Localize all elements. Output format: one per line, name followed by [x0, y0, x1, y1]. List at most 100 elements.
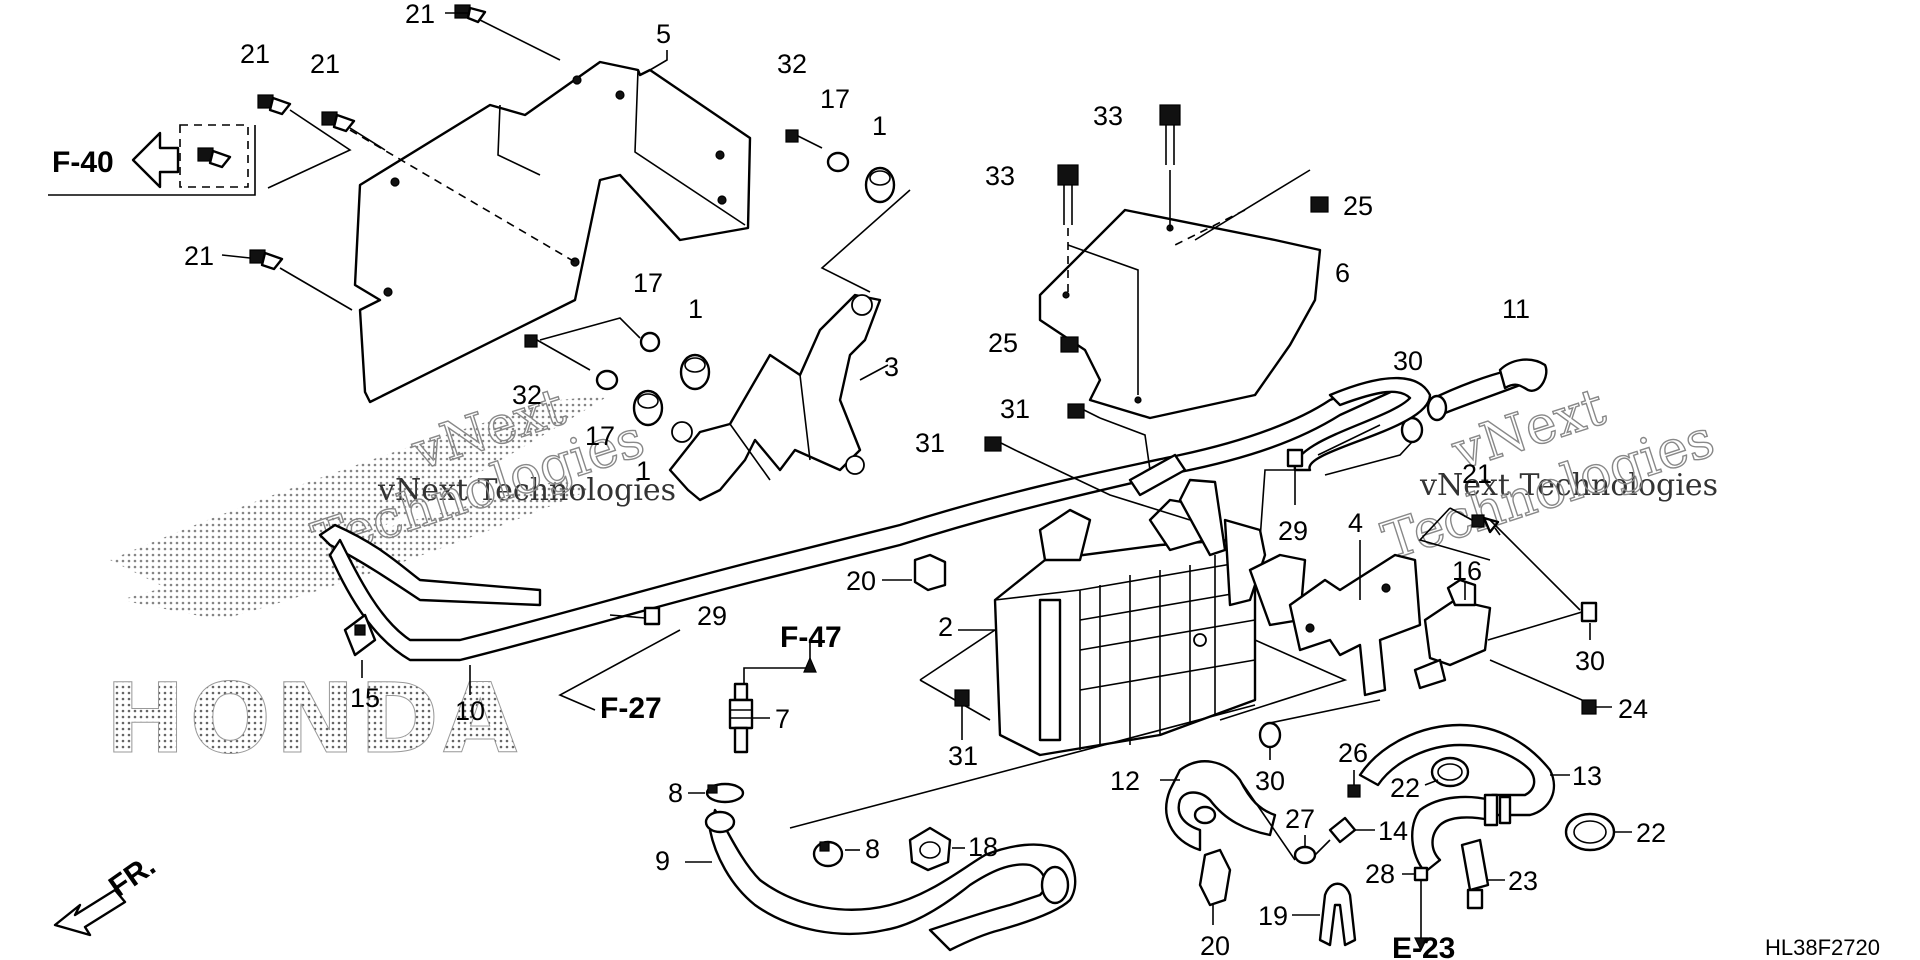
leader-21b [267, 109, 352, 189]
callout-22b: 22 [1636, 818, 1666, 848]
leader-29a-hose [1317, 424, 1381, 456]
callout-9: 9 [655, 846, 670, 876]
fitting-26 [1347, 784, 1361, 798]
hose-9 [704, 808, 1077, 952]
leader-30a [1324, 441, 1413, 476]
callout-21a: 21 [405, 0, 435, 29]
nut-25a [1310, 196, 1329, 213]
clip-icon [197, 147, 232, 169]
callout-1b: 1 [688, 294, 703, 324]
leader-f27 [558, 629, 681, 711]
bolt-icon [524, 334, 591, 371]
arrow-front-icon [53, 888, 127, 937]
clamp-30c [1258, 721, 1282, 749]
callout-15: 15 [350, 683, 380, 713]
clip-icon [454, 4, 487, 24]
rubber-mount-icon [679, 353, 711, 391]
callout-13: 13 [1572, 761, 1602, 791]
bracket-3 [668, 293, 882, 502]
leader-21e [1418, 507, 1501, 561]
leader-3 [859, 364, 889, 381]
diagram-code: HL38F2720 [1765, 935, 1880, 960]
callout-16: 16 [1452, 556, 1482, 586]
callout-31c: 31 [948, 741, 978, 771]
purge-valve-16 [1413, 578, 1492, 690]
callout-17a: 17 [820, 84, 850, 114]
rubber-mount-icon [632, 389, 664, 427]
callout-17c: 17 [585, 421, 615, 451]
callout-21e: 21 [1462, 459, 1492, 489]
clamp-22b [1564, 812, 1616, 852]
callout-20a: 20 [846, 566, 876, 596]
leader-27 [1304, 835, 1331, 856]
clamp-22a [1430, 756, 1470, 788]
callout-11: 11 [1502, 294, 1530, 324]
callout-6: 6 [1335, 258, 1350, 288]
washer-icon [595, 369, 619, 391]
leader-31a [1099, 417, 1151, 471]
bolt-icon [785, 129, 823, 149]
callout-27: 27 [1285, 804, 1315, 834]
callout-1c: 1 [636, 456, 651, 486]
clip-18 [908, 826, 952, 872]
leader-1a-group [820, 189, 911, 293]
callout-8a: 8 [668, 778, 683, 808]
callout-25b: 25 [988, 328, 1018, 358]
rubber-mount-icon [864, 166, 896, 204]
hose-clamp-8a [705, 782, 745, 804]
watermark-text-right: vNext Technologies [1419, 468, 1718, 503]
bolt-33b [1057, 164, 1079, 225]
callout-14: 14 [1378, 816, 1408, 846]
clip-icon [249, 249, 284, 271]
callout-1a: 1 [872, 111, 887, 141]
leader-22a [1424, 779, 1439, 786]
sensor-7 [728, 682, 754, 754]
evap-canister-2 [993, 478, 1307, 757]
washer-icon [826, 151, 850, 173]
fitting-28 [1413, 866, 1429, 882]
hose-12 [1165, 760, 1277, 852]
heat-shield-plate [353, 60, 752, 404]
bolt-31a [1067, 403, 1101, 419]
clip-19 [1318, 882, 1357, 947]
clip-icon [257, 94, 292, 116]
callout-26: 26 [1338, 738, 1368, 768]
nut-24 [1581, 699, 1597, 715]
hose-10 [318, 376, 1432, 662]
clamp-29b [643, 606, 661, 626]
hose-11 [1426, 358, 1548, 422]
fitting-27 [1293, 845, 1317, 865]
leader-30c [1239, 699, 1381, 861]
clip-15 [343, 613, 377, 657]
arrow-down-icon [1414, 937, 1428, 952]
callout-25a: 25 [1343, 191, 1373, 221]
clamp-29a [1286, 448, 1304, 468]
f40-dashed-box [179, 124, 249, 188]
bracket-4 [1288, 553, 1422, 697]
leader-8-link [789, 704, 1256, 829]
fitting-14 [1328, 816, 1357, 844]
callout-33a: 33 [1093, 101, 1123, 131]
callout-5: 5 [656, 19, 671, 49]
leader-32b [539, 317, 641, 341]
leader-30b [1487, 519, 1591, 641]
ref-f47: F-47 [780, 621, 842, 654]
bolt-31c [954, 689, 970, 720]
leader-29b [609, 614, 646, 619]
bolt-33a [1159, 104, 1181, 165]
leader-31b [1016, 450, 1191, 521]
clip-group-21 [197, 4, 487, 271]
leader-25a [1194, 169, 1311, 241]
callout-10: 10 [455, 696, 485, 726]
bolt-31b [984, 436, 1018, 452]
callout-23: 23 [1508, 866, 1538, 896]
canister-cover-6 [1038, 208, 1322, 420]
callout-31b: 31 [915, 428, 945, 458]
front-direction: FR. [53, 849, 162, 937]
arrow-left-icon [131, 131, 180, 189]
mount-set-upper [785, 129, 896, 204]
callout-30b: 30 [1575, 646, 1605, 676]
leader-28 [1402, 873, 1422, 940]
callout-12: 12 [1110, 766, 1140, 796]
